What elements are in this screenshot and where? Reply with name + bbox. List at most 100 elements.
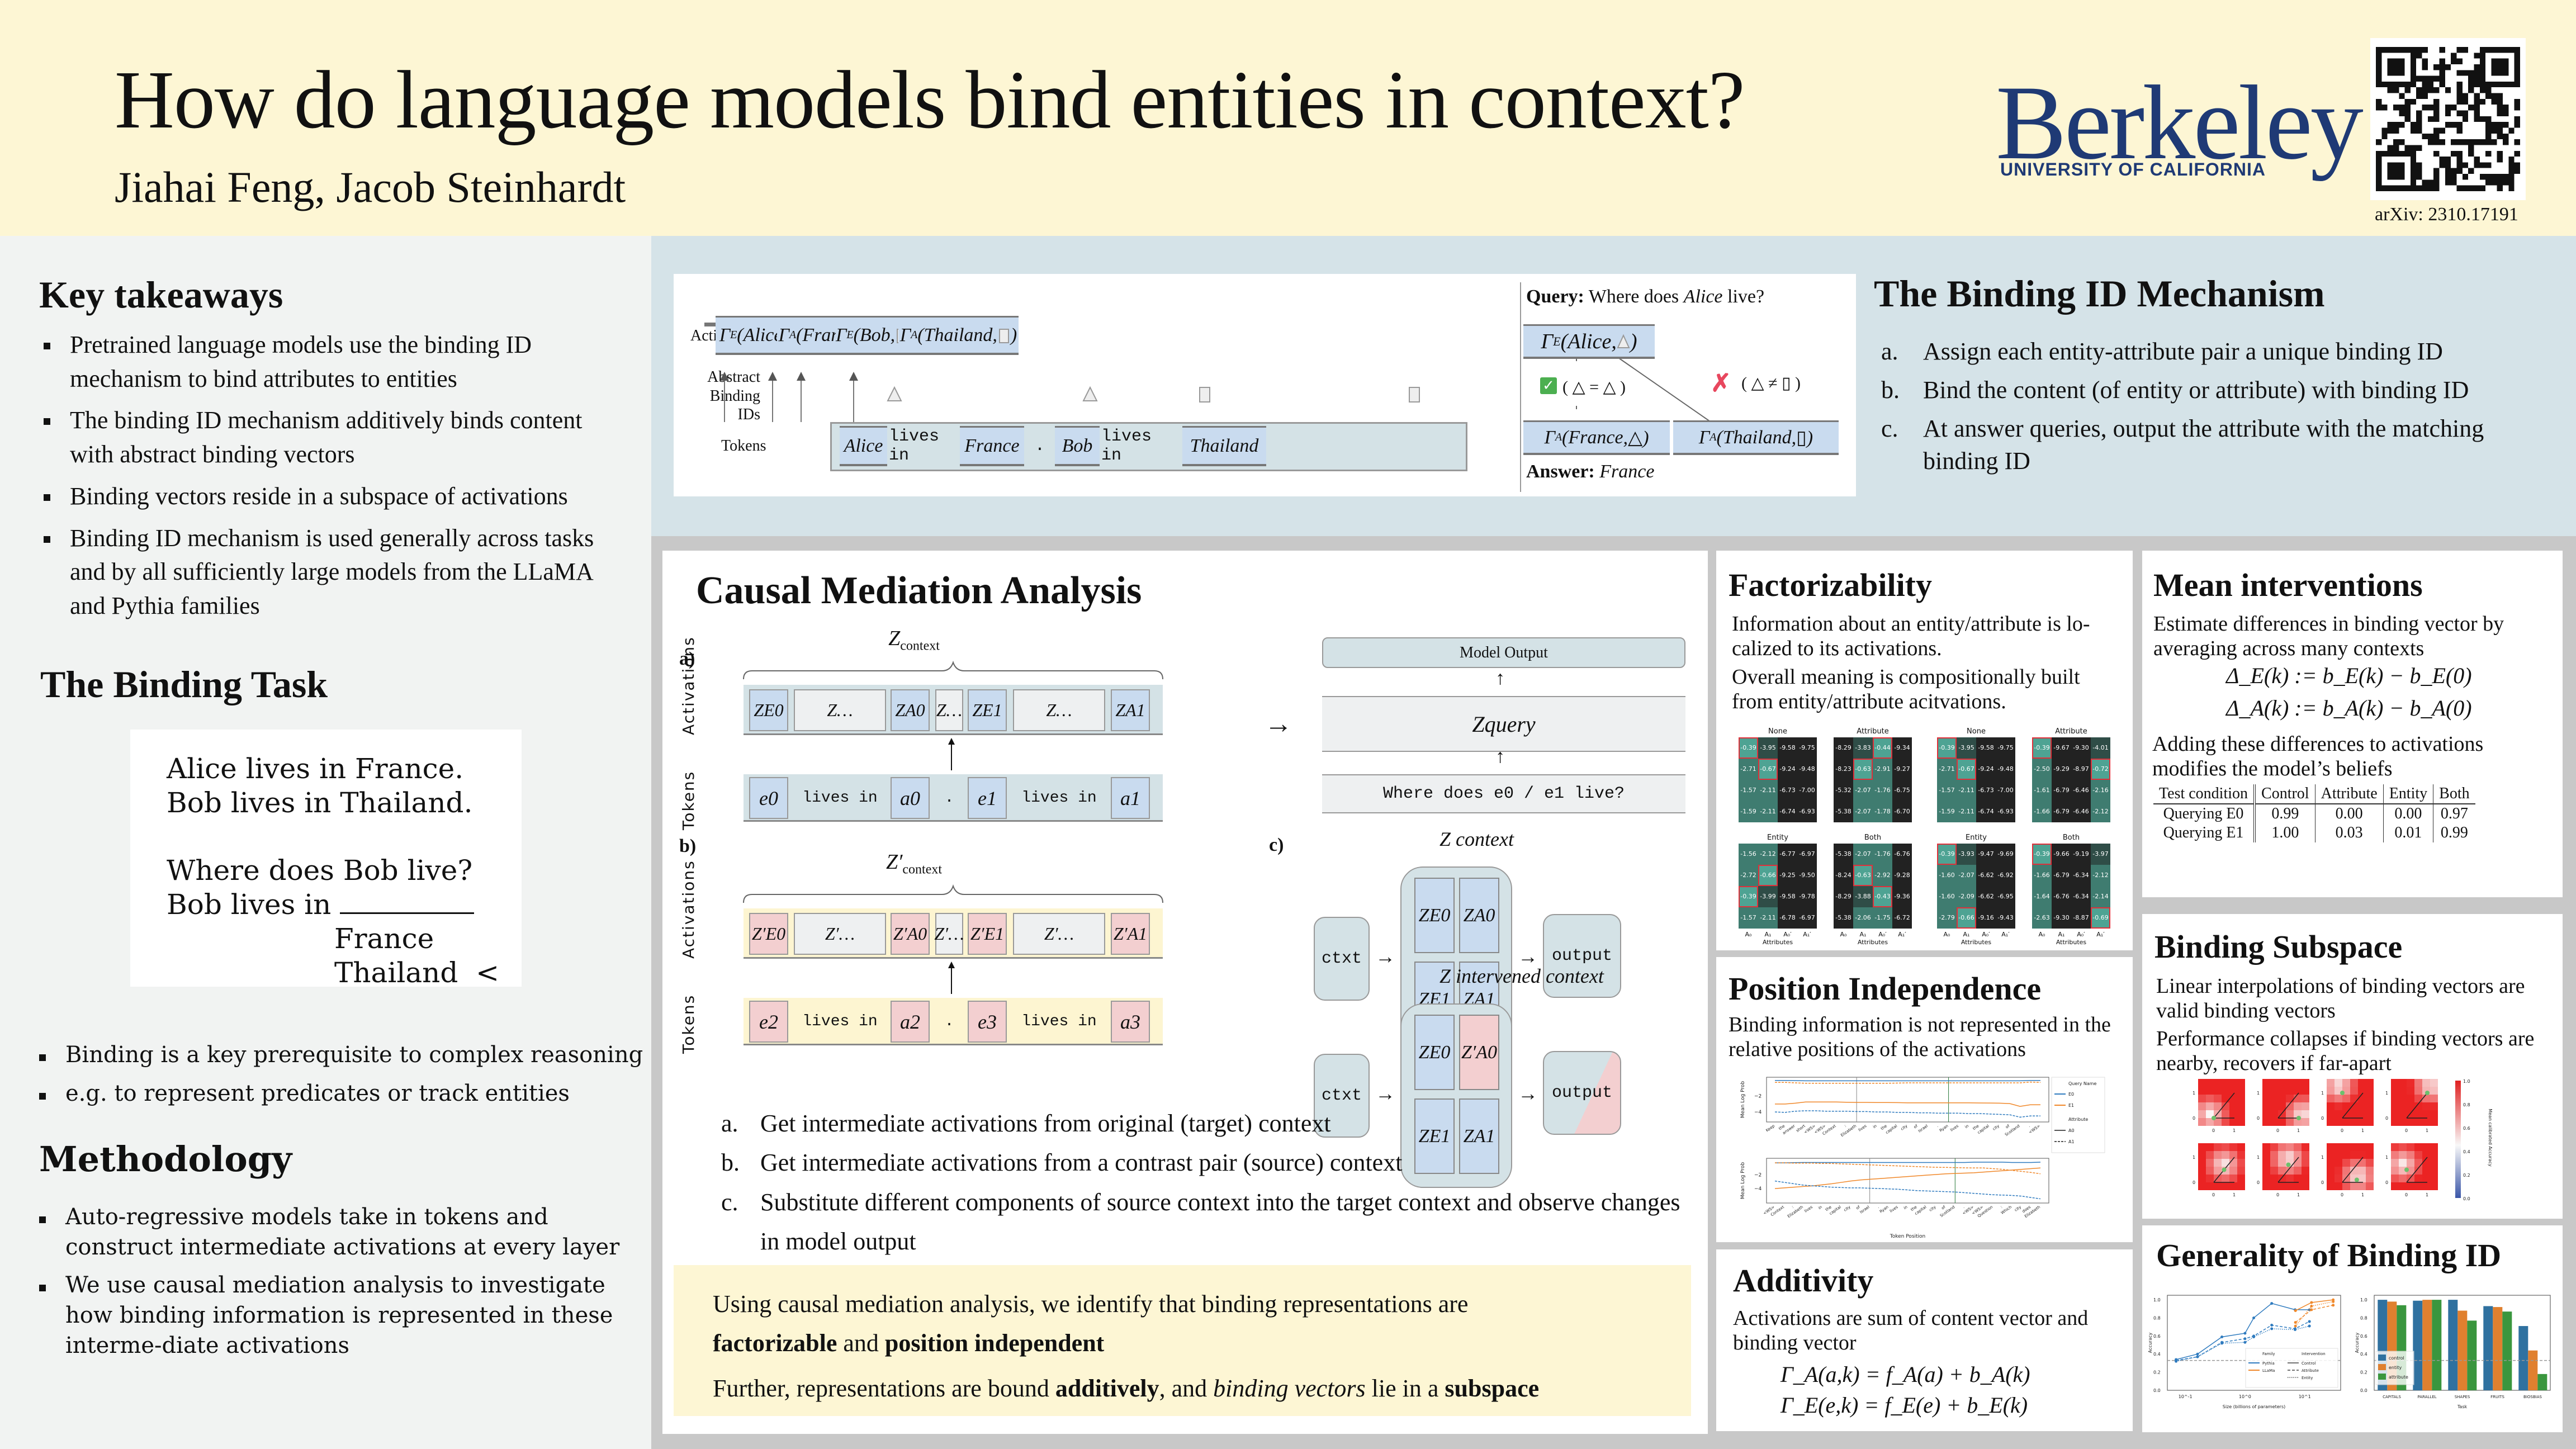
answer-line: Answer: France [1526, 461, 1655, 482]
tick-label: capital [1885, 1124, 1898, 1135]
tick-label: Which [2000, 1205, 2012, 1215]
heatmap-cell: -4.01 [2091, 737, 2110, 759]
heatmap-cell [2422, 1079, 2430, 1087]
list-item: Binding vectors reside in a subspace of … [39, 480, 632, 514]
qr-module [2387, 185, 2393, 191]
qr-module [2381, 47, 2388, 53]
tick-label: 0 [2257, 1116, 2260, 1121]
heatmap-cell: -6.97 [1797, 907, 1817, 929]
heatmap-cell [2414, 1087, 2422, 1095]
heatmap-cell [2399, 1110, 2407, 1118]
heatmap-cell [2358, 1118, 2366, 1126]
heatmap-cell [2286, 1118, 2294, 1126]
right-arrow-icon: → [1265, 708, 1292, 739]
qr-module [2404, 98, 2411, 105]
heatmap-cell [2342, 1079, 2350, 1087]
tick-label: lives [1889, 1205, 1899, 1214]
heatmap-cell: -6.34 [2071, 886, 2091, 907]
qr-module [2416, 185, 2422, 191]
qr-module [2393, 145, 2399, 151]
qr-module [2439, 64, 2445, 70]
heatmap-cell [2237, 1118, 2245, 1126]
heatmap-cell: -6.76 [1892, 844, 1912, 865]
token-strip [744, 998, 1163, 1045]
up-arrow-icon: ↑ [1495, 668, 1505, 689]
heatmap-cell: -0.67 [1957, 759, 1976, 780]
legend-label: Pythia [2262, 1361, 2275, 1366]
query-line: Query: Where does Alice live? [1526, 286, 1764, 307]
qr-module [2503, 110, 2509, 116]
heatmap-cell [2414, 1151, 2422, 1159]
mechanism-steps: a.Assign each entity-attribute pair a un… [1881, 335, 2563, 477]
qr-module [2497, 157, 2503, 163]
qr-module [2422, 105, 2428, 111]
tick-label: : [2000, 1205, 2004, 1209]
legend-swatch [2378, 1364, 2386, 1370]
tick-label: 1 [2297, 1128, 2300, 1133]
heatmap-cell [2278, 1182, 2286, 1190]
heatmap-cell [2350, 1102, 2358, 1110]
data-point [2270, 1327, 2274, 1330]
panel-label: a) [679, 648, 695, 669]
qr-module [2479, 64, 2486, 70]
heatmap-cell [2286, 1151, 2294, 1159]
heatmap-cell [2350, 1159, 2358, 1167]
qr-module [2451, 58, 2457, 64]
heatmap-cell [2327, 1079, 2334, 1087]
activation-box: ZA0 [1459, 878, 1499, 953]
legend-swatch [2378, 1355, 2386, 1361]
heatmap-cell [2214, 1159, 2222, 1167]
data-point [2294, 1328, 2297, 1332]
heatmap-cell: -9.50 [1797, 865, 1817, 886]
factorizability-text-2: Overall meaning is compositionally built… [1732, 665, 2080, 713]
axis-label: Task [2457, 1404, 2468, 1409]
heatmap-cell [2358, 1079, 2366, 1087]
heatmap-cell [2334, 1143, 2342, 1151]
heatmap-cell: -2.11 [1957, 780, 1976, 801]
qr-module [2376, 157, 2382, 163]
heatmap-cell: -9.78 [1797, 886, 1817, 907]
heatmap-cell [2302, 1079, 2309, 1087]
qr-module [2410, 185, 2417, 191]
legend-label: A1 [2068, 1139, 2075, 1144]
mechanism-step: At answer queries, output the attribute … [1923, 415, 2484, 475]
heatmap-cell: -9.24 [1976, 759, 1996, 780]
qr-module [2479, 58, 2486, 64]
bar [2457, 1310, 2468, 1390]
qr-code-icon[interactable] [2370, 38, 2526, 200]
qr-module [2479, 185, 2486, 191]
tick-label: SHAPES [2455, 1395, 2470, 1399]
legend-label: E1 [2068, 1103, 2074, 1108]
heatmap-cell [2278, 1143, 2286, 1151]
heatmap-cell: -9.30 [2071, 737, 2091, 759]
tick-label: Elizabeth [1787, 1205, 1804, 1219]
heatmap-cell [2414, 1095, 2422, 1102]
colorbar-tick: 0.2 [2463, 1173, 2470, 1178]
qr-module [2399, 70, 2405, 76]
legend-title: Intervention [2302, 1352, 2326, 1356]
tick-label: A₁′ [2001, 931, 2010, 938]
list-item: The binding ID mechanism additively bind… [39, 404, 632, 471]
additivity-panel: Additivity Activations are sum of conten… [1716, 1249, 2133, 1431]
tick-label: 1 [2257, 1155, 2260, 1160]
heatmap-cell [2327, 1182, 2334, 1190]
qr-module [2445, 122, 2451, 128]
heatmap-cell [2294, 1102, 2302, 1110]
legend-label: entity [2389, 1365, 2402, 1370]
list-item: Binding ID mechanism is used generally a… [39, 522, 632, 623]
tick-label: city [1843, 1205, 1852, 1213]
qr-module [2427, 105, 2434, 111]
heatmap-cell: -9.34 [1892, 737, 1912, 759]
heatmap-cell [2358, 1110, 2366, 1118]
qr-module [2410, 122, 2417, 128]
tick-label: . [2027, 1124, 2030, 1128]
qr-module [2497, 93, 2503, 99]
heatmap-cell [2262, 1167, 2270, 1175]
qr-module [2427, 179, 2434, 186]
qr-module [2474, 185, 2480, 191]
qr-module [2393, 168, 2399, 174]
heatmap-cell: -2.11 [1758, 907, 1778, 929]
heatmap-cell [2327, 1159, 2334, 1167]
tick-label: lives [1949, 1124, 1959, 1133]
qr-module [2497, 122, 2503, 128]
